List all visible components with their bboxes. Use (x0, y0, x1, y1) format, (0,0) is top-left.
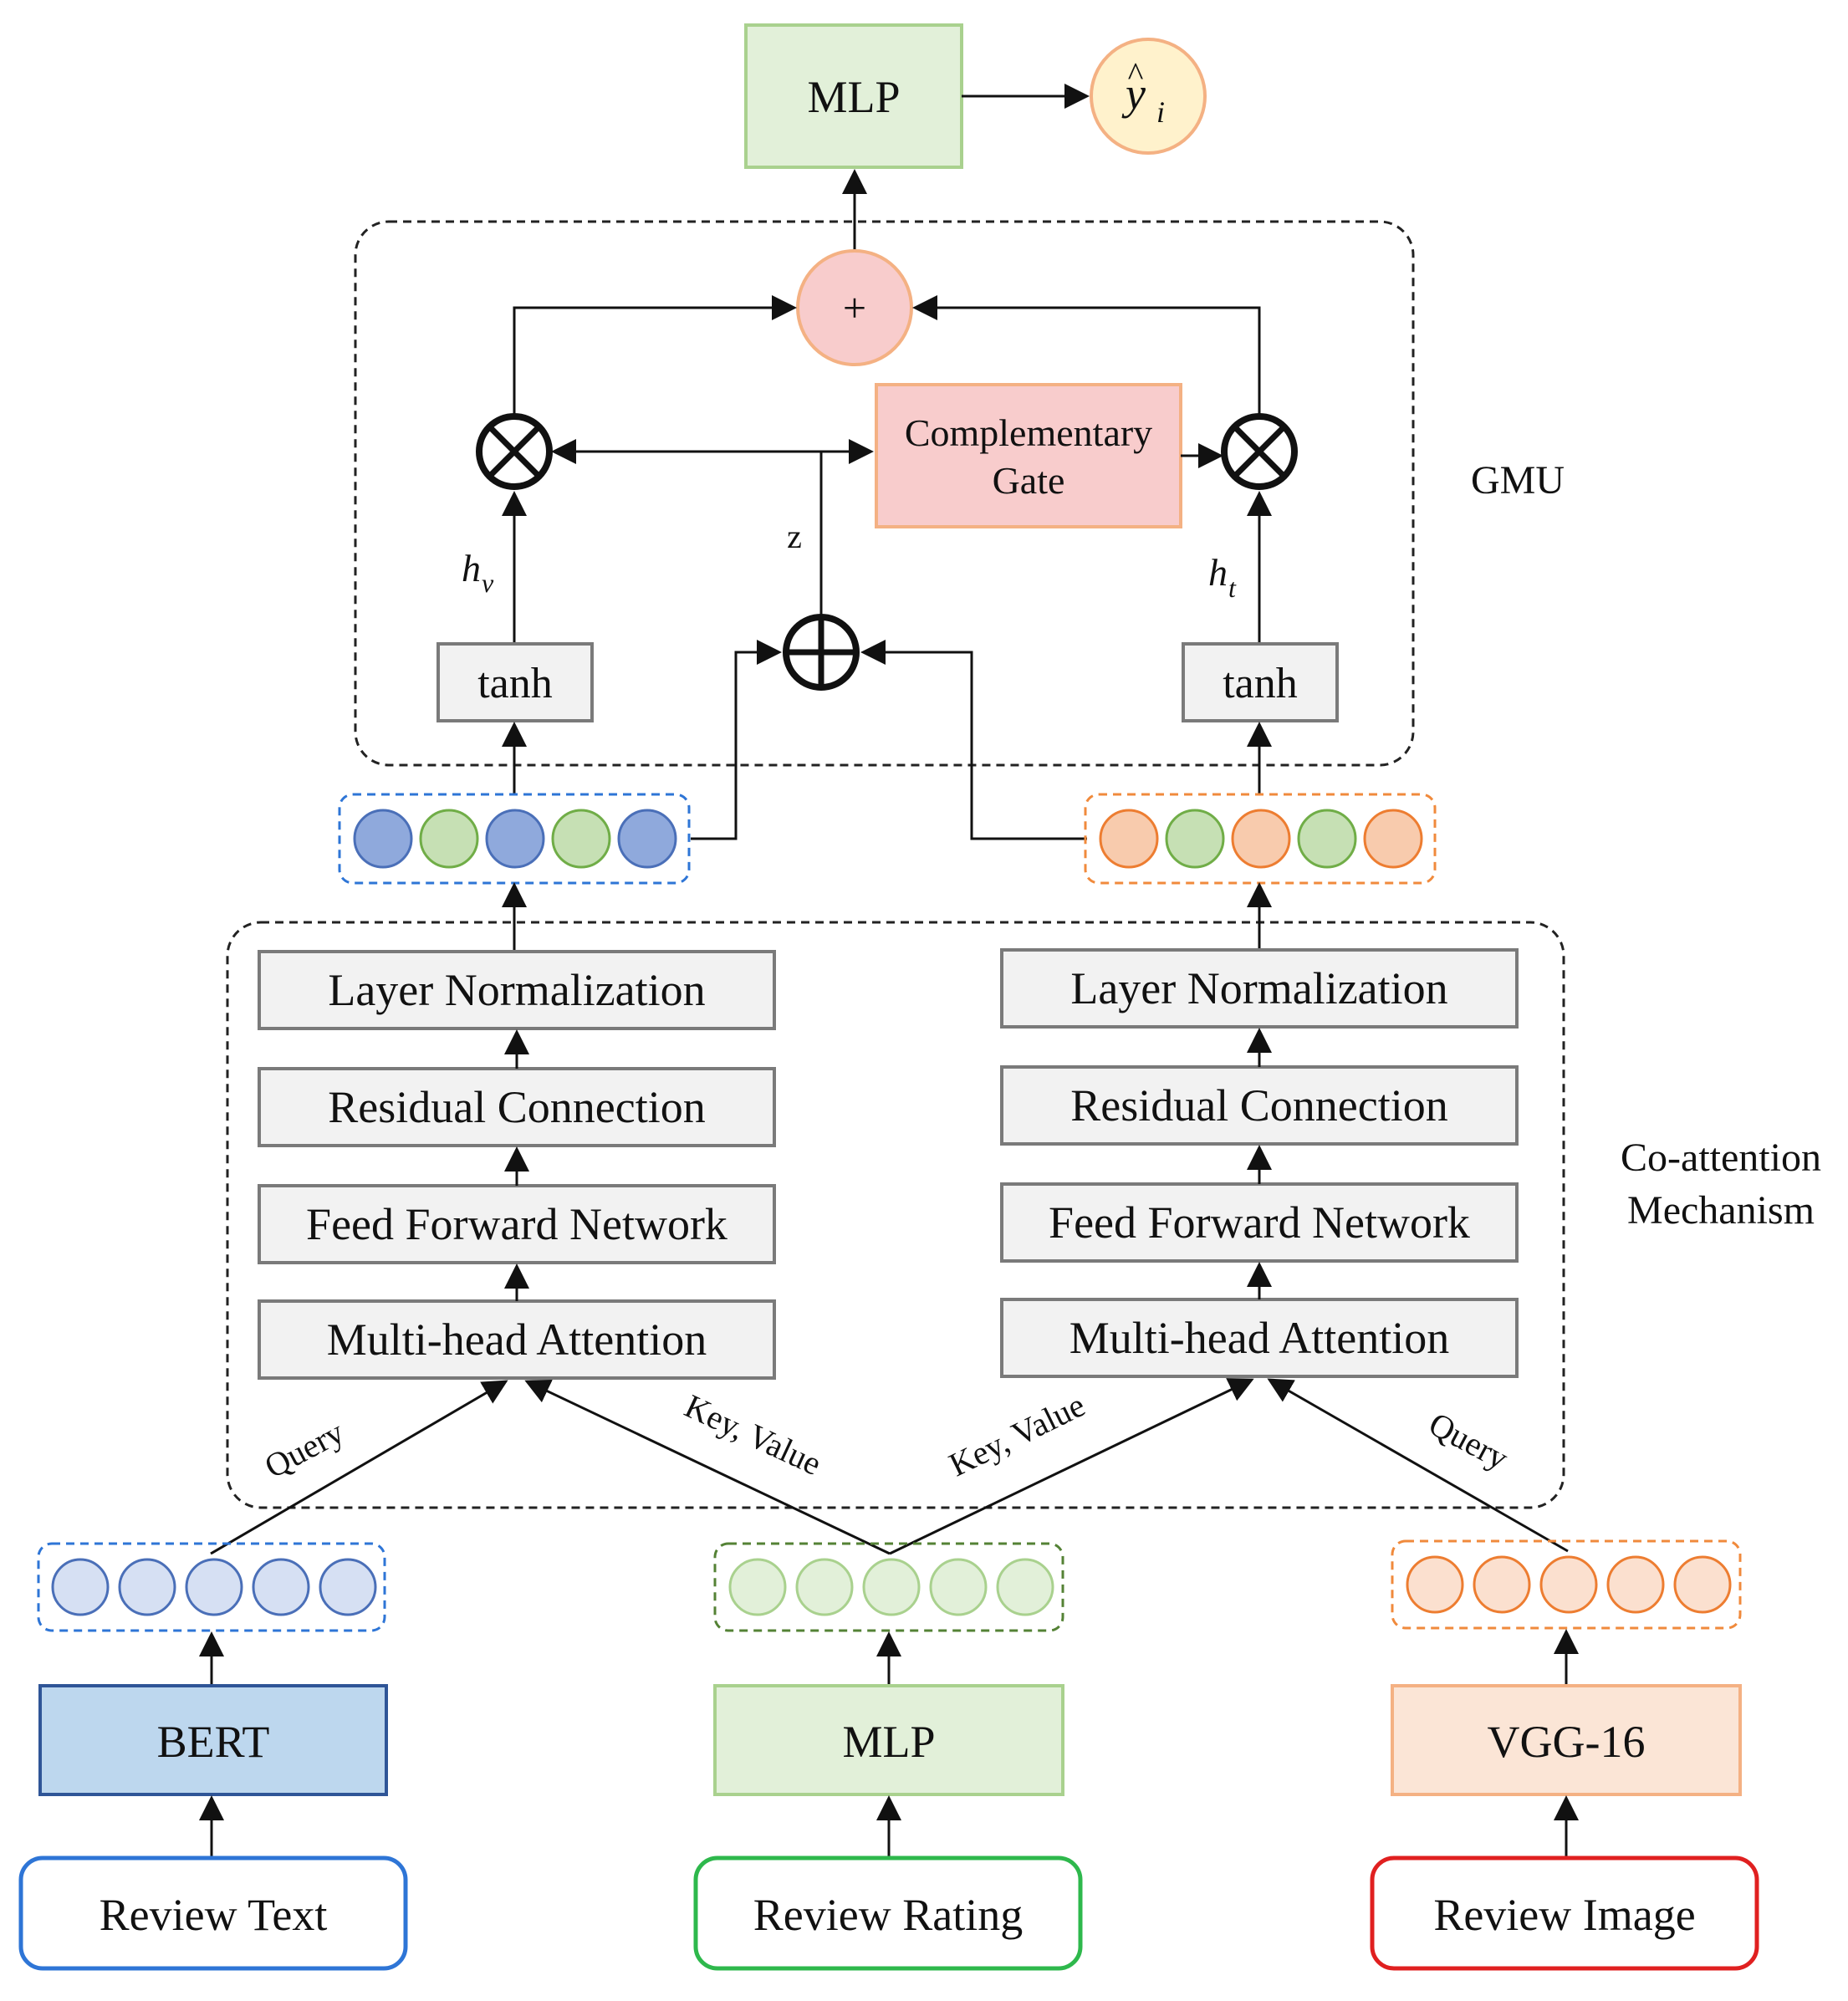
review-image-label: Review Image (1433, 1890, 1695, 1940)
vgg-label: VGG-16 (1488, 1717, 1646, 1767)
review-rating-box (693, 1856, 1083, 1971)
review-image-box (1370, 1856, 1759, 1971)
right-layer-norm-label: Layer Normalization (1070, 963, 1447, 1013)
hv-label: h v (462, 547, 494, 598)
edge-label-query-left: Query (258, 1413, 350, 1486)
gate-label-line2: Gate (993, 459, 1065, 502)
z-label: z (787, 518, 802, 555)
bert-box (38, 1684, 388, 1796)
tanh-left-box (436, 642, 594, 722)
output-mlp-label: MLP (807, 72, 900, 122)
right-fused-vector (1084, 793, 1437, 885)
edge-query-left (210, 1380, 508, 1555)
right-mha-box (1000, 1298, 1519, 1378)
left-layer-norm-box (258, 950, 776, 1030)
right-ffn-box (1000, 1182, 1519, 1263)
arrow-right-mult-to-sum (912, 295, 1261, 415)
review-text-label: Review Text (100, 1890, 328, 1940)
edge-query-right (1267, 1378, 1569, 1553)
sum-circle (796, 249, 913, 366)
tanh-left-label: tanh (477, 660, 553, 707)
prediction-subscript: i (1156, 95, 1165, 129)
right-layer-norm-box (1000, 948, 1519, 1029)
left-fused-vector (338, 793, 691, 885)
image-embedding-vector (1391, 1539, 1742, 1630)
svg-text:h: h (1208, 551, 1228, 594)
svg-text:t: t (1228, 573, 1237, 603)
right-stack: Layer Normalization Residual Connection … (1000, 948, 1519, 1378)
right-mha-label: Multi-head Attention (1069, 1313, 1449, 1363)
review-rating-input: Review Rating (693, 1856, 1083, 1971)
tanh-right: tanh (1182, 642, 1339, 722)
vgg-box (1391, 1684, 1742, 1796)
left-multiply-node (476, 413, 553, 490)
complementary-gate: Complementary Gate (875, 383, 1182, 528)
bert-label: BERT (157, 1717, 270, 1767)
output-mlp-box (744, 23, 963, 169)
gate-label-line1: Complementary (905, 411, 1152, 454)
edge-label-kv-left: Key, Value (679, 1387, 827, 1483)
right-multiply-node (1221, 413, 1298, 490)
sum-node: + (796, 249, 913, 366)
coattention-label-line1: Co-attention (1621, 1136, 1821, 1180)
vgg-encoder: VGG-16 (1391, 1684, 1742, 1796)
left-residual-label: Residual Connection (328, 1082, 705, 1132)
output-mlp-block: MLP (744, 23, 963, 169)
tanh-right-label: tanh (1223, 660, 1298, 707)
gmu-label: GMU (1471, 458, 1565, 503)
tanh-right-box (1182, 642, 1339, 722)
left-layer-norm-label: Layer Normalization (328, 965, 705, 1015)
right-ffn-label: Feed Forward Network (1049, 1197, 1470, 1248)
svg-text:v: v (482, 568, 494, 598)
review-text-box (18, 1856, 408, 1971)
prediction-symbol: y (1121, 69, 1146, 119)
tanh-left: tanh (436, 642, 594, 722)
arrow-right-fused-to-concat (860, 640, 1087, 840)
text-embedding-vector (37, 1542, 386, 1632)
right-residual-box (1000, 1065, 1519, 1146)
gmu-region (354, 220, 1415, 767)
review-rating-label: Review Rating (753, 1890, 1023, 1940)
arrow-left-mult-to-sum (513, 295, 797, 415)
ht-label: h t (1208, 551, 1237, 603)
left-mha-box (258, 1299, 776, 1380)
prediction-hat: ^ (1128, 55, 1144, 93)
left-ffn-label: Feed Forward Network (306, 1199, 727, 1249)
edge-kv-left (524, 1380, 891, 1555)
sum-symbol: + (843, 284, 866, 331)
prediction-circle (1090, 38, 1207, 155)
rating-mlp-encoder: MLP (713, 1684, 1064, 1796)
edge-kv-right (889, 1378, 1254, 1555)
prediction-node: y ^ i (1090, 38, 1207, 155)
complementary-gate-box (875, 383, 1182, 528)
left-residual-box (258, 1067, 776, 1147)
right-residual-label: Residual Connection (1070, 1080, 1447, 1131)
review-text-input: Review Text (18, 1856, 408, 1971)
coattention-label-line2: Mechanism (1627, 1188, 1815, 1233)
left-stack: Layer Normalization Residual Connection … (258, 950, 776, 1380)
bert-encoder: BERT (38, 1684, 388, 1796)
coattention-region (226, 921, 1565, 1509)
review-image-input: Review Image (1370, 1856, 1759, 1971)
arrow-left-fused-to-concat (691, 640, 782, 840)
rating-embedding-vector (713, 1542, 1064, 1632)
svg-text:h: h (462, 547, 481, 590)
concat-node (783, 614, 860, 691)
rating-mlp-box (713, 1684, 1064, 1796)
left-mha-label: Multi-head Attention (327, 1314, 707, 1365)
left-ffn-box (258, 1184, 776, 1264)
edge-label-query-right: Query (1423, 1405, 1514, 1478)
rating-mlp-label: MLP (842, 1717, 935, 1767)
